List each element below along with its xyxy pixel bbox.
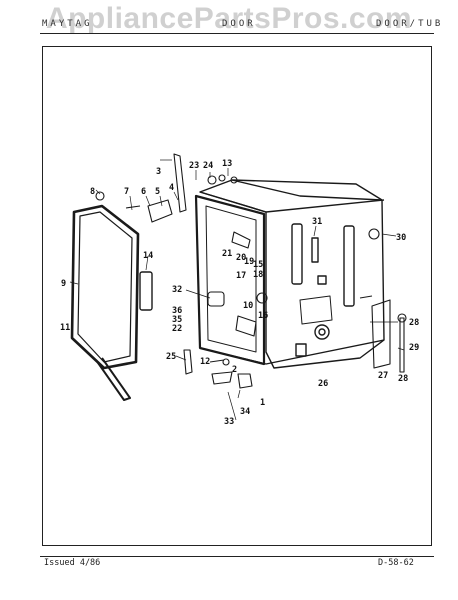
callout-3: 3 [156, 167, 161, 177]
callout-34: 34 [240, 407, 250, 417]
small-parts [95, 153, 407, 389]
tub-assembly [194, 179, 385, 369]
issued-date: Issued 4/86 [44, 558, 101, 568]
header-title: DOOR/TUB [376, 19, 444, 29]
callout-labels: 3 23 24 13 8 7 6 5 4 9 14 31 30 21 20 19… [60, 159, 419, 427]
callout-33: 33 [224, 417, 234, 427]
callout-27: 27 [378, 371, 388, 381]
callout-17: 17 [236, 271, 246, 281]
callout-22: 22 [172, 324, 182, 334]
callout-26: 26 [318, 379, 328, 389]
callout-13: 13 [222, 159, 232, 169]
callout-16: 16 [258, 311, 268, 321]
header-section: DOOR [222, 19, 256, 29]
watermark: AppliancePartsPros.com [45, 2, 413, 35]
callout-32: 32 [172, 285, 182, 295]
callout-29: 29 [409, 343, 419, 353]
callout-15: 15 [253, 260, 263, 270]
leader-lines [69, 159, 405, 421]
callout-5: 5 [155, 187, 160, 197]
callout-24: 24 [203, 161, 213, 171]
callout-10: 10 [243, 301, 253, 311]
callout-23: 23 [189, 161, 199, 171]
callout-4: 4 [169, 183, 174, 193]
callout-7: 7 [124, 187, 129, 197]
callout-6: 6 [141, 187, 146, 197]
callout-30: 30 [396, 233, 406, 243]
callout-12: 12 [200, 357, 210, 367]
callout-8: 8 [90, 187, 95, 197]
callout-28-top: 28 [409, 318, 419, 328]
callout-11: 11 [60, 323, 70, 333]
callout-21: 21 [222, 249, 232, 259]
header-brand: MAYTAG [42, 19, 93, 29]
outer-door-panel [70, 204, 153, 401]
callout-28-bottom: 28 [398, 374, 408, 384]
callout-25: 25 [166, 352, 176, 362]
callout-2: 2 [232, 365, 237, 375]
callout-18: 18 [253, 270, 263, 280]
footer-rule [40, 556, 434, 557]
callout-14: 14 [143, 251, 153, 261]
diagram-frame [42, 46, 432, 546]
callout-36: 36 [172, 306, 182, 316]
callout-31: 31 [312, 217, 322, 227]
callout-9: 9 [61, 279, 66, 289]
header-rule [40, 33, 434, 34]
callout-19: 19 [244, 257, 254, 267]
drawing-code: D-58-62 [378, 558, 414, 568]
callout-35: 35 [172, 315, 182, 325]
callout-1: 1 [260, 398, 265, 408]
callout-20: 20 [236, 253, 246, 263]
